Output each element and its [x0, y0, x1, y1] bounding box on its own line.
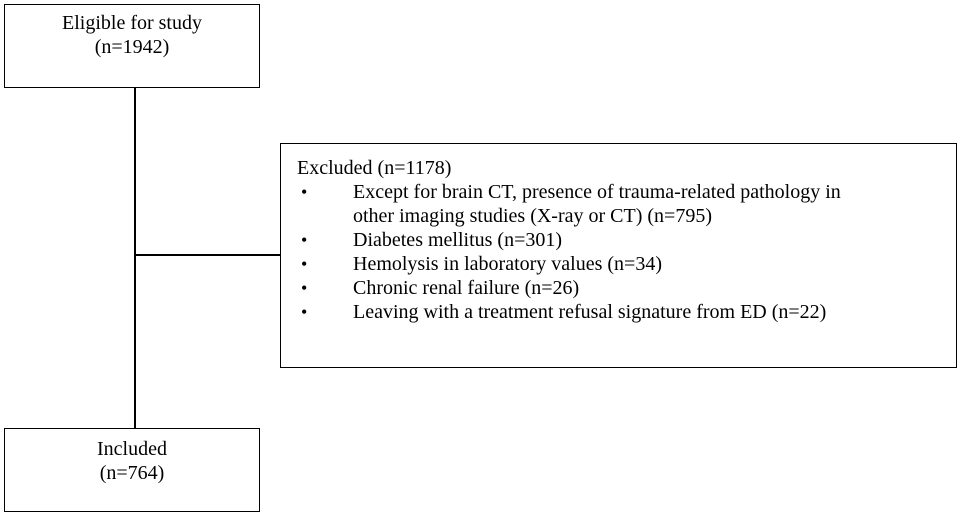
excluded-title: Excluded (n=1178) [297, 157, 452, 179]
exclusion-reason-item: • Chronic renal failure (n=26) [297, 276, 946, 300]
included-title: Included [97, 438, 167, 460]
exclusion-reason-text: Hemolysis in laboratory values (n=34) [353, 253, 662, 275]
eligible-title: Eligible for study [62, 12, 202, 34]
exclusion-reason-text: Leaving with a treatment refusal signatu… [353, 301, 827, 323]
bullet-icon: • [301, 302, 308, 322]
exclusion-reason-text: Diabetes mellitus (n=301) [353, 229, 563, 251]
exclusion-reason-item: • Except for brain CT, presence of traum… [297, 180, 946, 228]
exclusion-reason-item: • Leaving with a treatment refusal signa… [297, 300, 946, 324]
excluded-box: Excluded (n=1178) • Except for brain CT,… [280, 143, 957, 368]
exclusion-reason-item: • Diabetes mellitus (n=301) [297, 228, 946, 252]
bullet-icon: • [301, 254, 308, 274]
exclusion-reason-text: Except for brain CT, presence of trauma-… [353, 181, 841, 203]
eligible-box: Eligible for study (n=1942) [4, 4, 260, 88]
bullet-icon: • [301, 278, 308, 298]
connector-to-excluded [135, 254, 280, 256]
exclusion-reasons-list: • Except for brain CT, presence of traum… [297, 180, 946, 324]
exclusion-reason-text: Chronic renal failure (n=26) [353, 277, 580, 299]
exclusion-reason-text-continued: other imaging studies (X-ray or CT) (n=7… [353, 205, 712, 227]
bullet-icon: • [301, 230, 308, 250]
connector-vertical [134, 88, 136, 428]
included-box: Included (n=764) [4, 428, 260, 512]
exclusion-reason-item: • Hemolysis in laboratory values (n=34) [297, 252, 946, 276]
included-count: (n=764) [99, 462, 165, 484]
eligible-count: (n=1942) [94, 36, 170, 58]
bullet-icon: • [301, 182, 308, 202]
